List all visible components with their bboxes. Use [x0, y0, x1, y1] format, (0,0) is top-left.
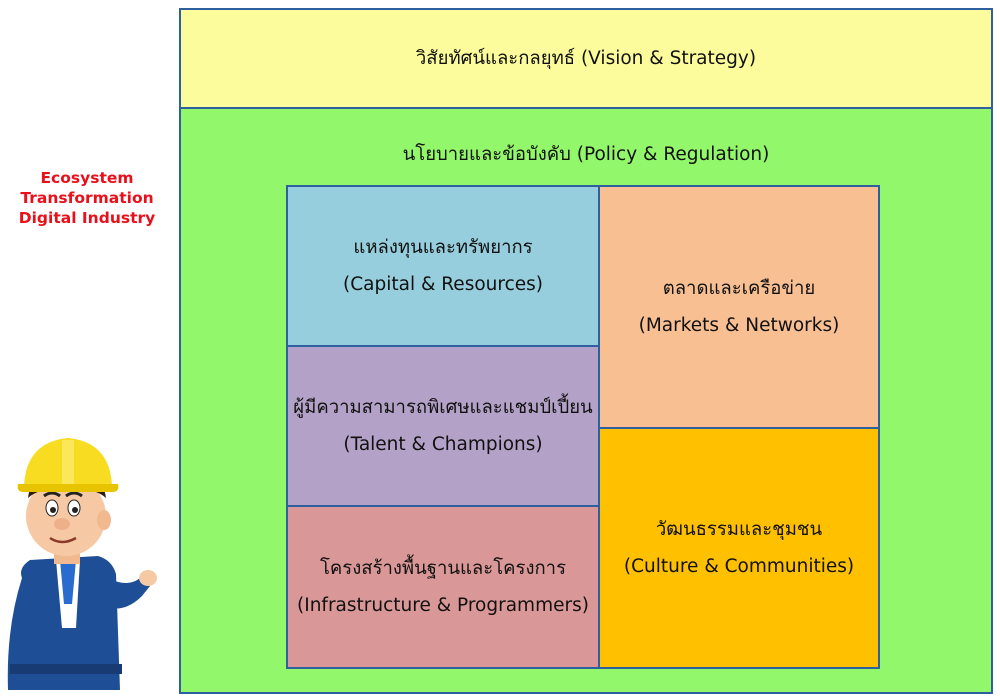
markets-networks-label-th: ตลาดและเครือข่าย: [662, 278, 816, 299]
talent-champions-label-th: ผู้มีความสามารถพิเศษและแชมป์เปี้ยน: [293, 397, 593, 418]
side-title-line-3: Digital Industry: [18, 209, 156, 227]
side-title-line-1: Ecosystem: [40, 169, 134, 187]
capital-resources-label-th: แหล่งทุนและทรัพยากร: [353, 237, 533, 258]
infrastructure-programmers-label-th: โครงสร้างพื้นฐานและโครงการ: [319, 558, 567, 579]
markets-networks-label-en: (Markets & Networks): [638, 315, 840, 336]
infrastructure-programmers-box: โครงสร้างพื้นฐานและโครงการ (Infrastructu…: [286, 505, 600, 669]
side-title: Ecosystem Transformation Digital Industr…: [8, 168, 166, 228]
vision-strategy-label: วิสัยทัศน์และกลยุทธ์ (Vision & Strategy): [415, 48, 757, 69]
infrastructure-programmers-label-en: (Infrastructure & Programmers): [297, 595, 589, 616]
culture-communities-box: วัฒนธรรมและชุมชน (Culture & Communities): [598, 427, 880, 669]
culture-communities-label-en: (Culture & Communities): [623, 556, 855, 577]
engineer-mascot-icon: [7, 438, 157, 690]
side-title-line-2: Transformation: [20, 189, 154, 207]
talent-champions-box: ผู้มีความสามารถพิเศษและแชมป์เปี้ยน (Tale…: [286, 345, 600, 507]
capital-resources-label-en: (Capital & Resources): [343, 274, 543, 295]
policy-regulation-label: นโยบายและข้อบังคับ (Policy & Regulation): [402, 144, 770, 165]
markets-networks-box: ตลาดและเครือข่าย (Markets & Networks): [598, 185, 880, 429]
culture-communities-label-th: วัฒนธรรมและชุมชน: [655, 519, 823, 540]
capital-resources-box: แหล่งทุนและทรัพยากร (Capital & Resources…: [286, 185, 600, 347]
vision-strategy-box: วิสัยทัศน์และกลยุทธ์ (Vision & Strategy): [179, 8, 993, 109]
talent-champions-label-en: (Talent & Champions): [343, 434, 543, 455]
